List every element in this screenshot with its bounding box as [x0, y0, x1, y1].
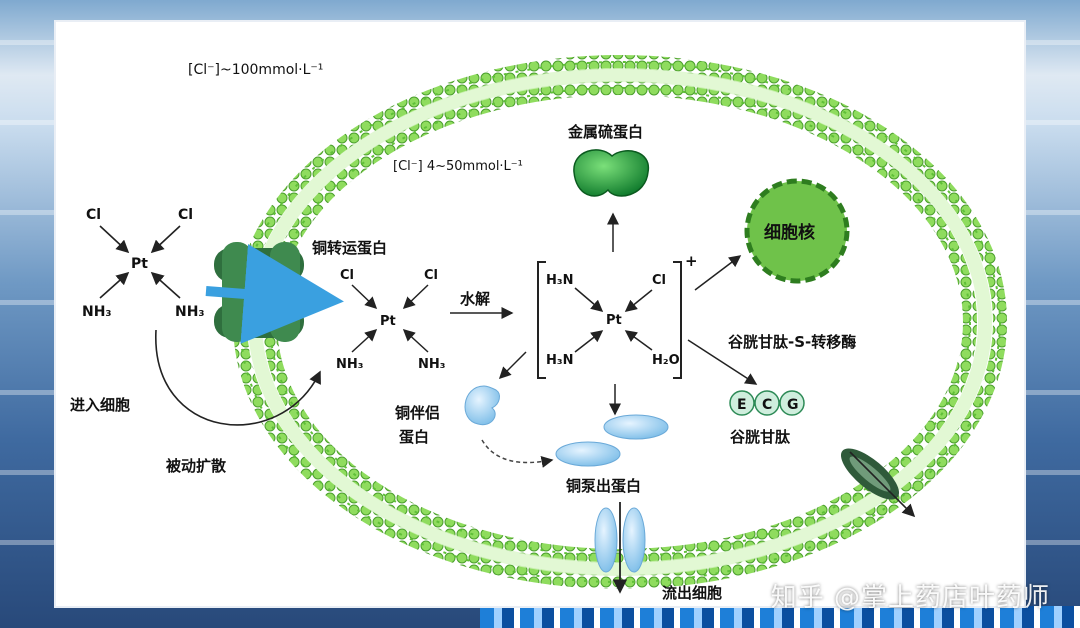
ligand-h2o: H₂O — [652, 353, 680, 368]
cisplatin-diagram: [Cl⁻]~100mmol·L⁻¹ [Cl⁻] 4~50mmol·L⁻¹ Cl … — [70, 55, 1007, 602]
copper-efflux-label: 铜泵出蛋白 — [566, 477, 641, 495]
gst-label: 谷胱甘肽-S-转移酶 — [728, 333, 856, 351]
egc-tripeptide: E C G — [729, 390, 805, 416]
diagram-panel: [Cl⁻]~100mmol·L⁻¹ [Cl⁻] 4~50mmol·L⁻¹ Cl … — [56, 22, 1024, 606]
charge-sign: + — [685, 252, 698, 270]
hydrolysis-label: 水解 — [460, 290, 490, 308]
platinum-center: Pt — [380, 314, 396, 329]
decorative-pixel-strip — [480, 606, 1080, 628]
ligand-h3n-1: H₃N — [546, 273, 573, 288]
egc-letter-g: G — [787, 397, 799, 413]
aquated-cisplatin: + H₃N Cl Pt H₃N H₂O — [537, 252, 698, 379]
ligand-cl-2: Cl — [424, 268, 438, 283]
ligand-nh3-2: NH₃ — [175, 304, 205, 320]
ligand-cl-1: Cl — [340, 268, 354, 283]
passive-diffusion-arrow — [155, 329, 321, 426]
ligand-cl: Cl — [652, 273, 666, 288]
egc-letter-e: E — [737, 397, 747, 413]
copper-chaperone-label-1: 铜伴侣 — [395, 404, 440, 422]
platinum-center: Pt — [606, 313, 622, 328]
copper-chaperone-shape — [464, 385, 500, 426]
inside-chloride-concentration: [Cl⁻] 4~50mmol·L⁻¹ — [393, 159, 523, 174]
ligand-nh3-2: NH₃ — [418, 357, 445, 372]
ligand-nh3-1: NH₃ — [82, 304, 112, 320]
metallothionein-shape — [573, 149, 649, 197]
ligand-cl-2: Cl — [178, 207, 193, 223]
ligand-cl-1: Cl — [86, 207, 101, 223]
platinum-center: Pt — [131, 256, 148, 272]
efflux-protein-2 — [555, 441, 621, 467]
egc-letter-c: C — [762, 397, 772, 413]
efflux-channel — [594, 502, 646, 594]
cisplatin-outside: Cl Cl Pt NH₃ NH₃ — [82, 207, 205, 320]
metallothionein-label: 金属硫蛋白 — [567, 123, 643, 141]
copper-transporter-channel — [205, 242, 344, 344]
ligand-h3n-2: H₃N — [546, 353, 573, 368]
cisplatin-inside: Cl Cl Pt NH₃ NH₃ — [336, 268, 445, 372]
efflux-label: 流出细胞 — [662, 584, 722, 602]
copper-transporter-label: 铜转运蛋白 — [312, 239, 387, 257]
passive-diffusion-label: 被动扩散 — [166, 457, 227, 475]
nucleus-label: 细胞核 — [764, 222, 815, 243]
outside-chloride-concentration: [Cl⁻]~100mmol·L⁻¹ — [188, 62, 323, 78]
glutathione-label: 谷胱甘肽 — [730, 428, 791, 446]
watermark: 知乎 @掌上药店叶药师 — [770, 583, 1050, 613]
ligand-nh3-1: NH₃ — [336, 357, 363, 372]
copper-chaperone-label-2: 蛋白 — [399, 428, 429, 446]
efflux-protein-1 — [603, 414, 669, 440]
nucleus: 细胞核 — [744, 178, 850, 284]
enter-cell-label: 进入细胞 — [70, 396, 130, 414]
